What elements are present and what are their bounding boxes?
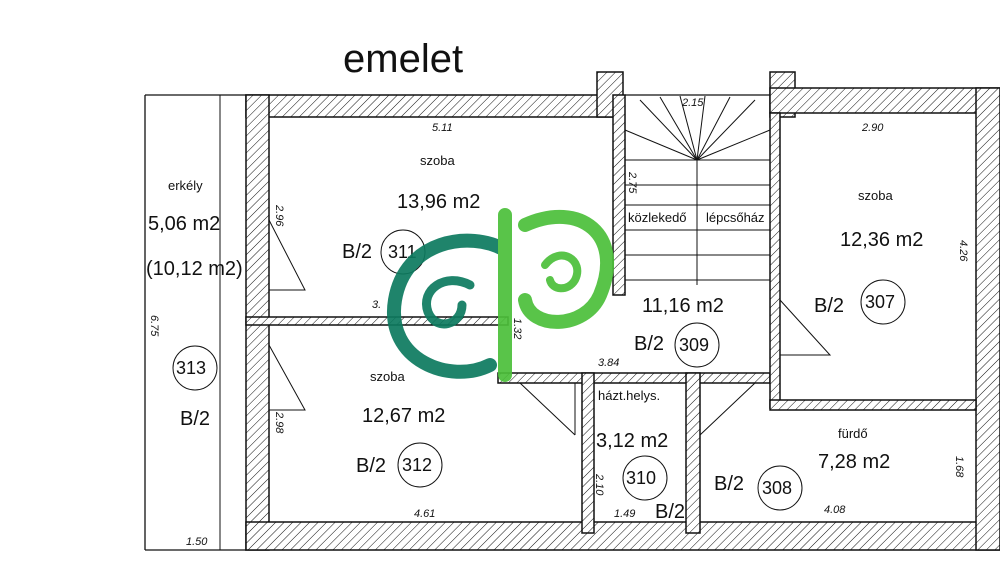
dim-1-68: 1.68 <box>953 456 965 478</box>
room-308: fürdő 7,28 m2 B/2 308 <box>714 426 890 511</box>
room-312-area: 12,67 m2 <box>362 405 445 427</box>
room-308-name: fürdő <box>838 426 868 441</box>
dim-3-x: 3. <box>372 299 381 311</box>
dim-3-84: 3.84 <box>598 357 619 369</box>
dim-4-08: 4.08 <box>824 504 846 516</box>
dim-2-10: 2.10 <box>593 473 605 496</box>
room-309-name: közlekedő <box>628 210 687 225</box>
room-311-name: szoba <box>420 153 455 168</box>
room-311-area: 13,96 m2 <box>397 191 480 213</box>
dim-2-98: 2.98 <box>273 411 285 434</box>
room-308-area: 7,28 m2 <box>818 451 890 473</box>
walls <box>245 71 1000 551</box>
dim-6-75: 6.75 <box>148 315 160 337</box>
room-309-number: 309 <box>679 335 709 355</box>
dim-1-50: 1.50 <box>186 536 208 548</box>
room-313-area-total: (10,12 m2) <box>146 258 243 280</box>
room-310-code: B/2 <box>655 501 685 523</box>
room-308-code: B/2 <box>714 473 744 495</box>
room-313-name: erkély <box>168 178 203 193</box>
room-307-area: 12,36 m2 <box>840 229 923 251</box>
dim-2-75: 2.75 <box>626 171 638 194</box>
room-309-code: B/2 <box>634 333 664 355</box>
dim-5-11: 5.11 <box>432 122 453 134</box>
room-309: közlekedő lépcsőház 11,16 m2 B/2 309 <box>628 210 765 368</box>
room-313-area: 5,06 m2 <box>148 213 220 235</box>
room-307-name: szoba <box>858 188 893 203</box>
room-310-number: 310 <box>626 468 656 488</box>
dim-2-90: 2.90 <box>861 122 884 134</box>
room-308-number: 308 <box>762 478 792 498</box>
room-309-area: 11,16 m2 <box>642 295 724 317</box>
room-309-name2: lépcsőház <box>706 210 765 225</box>
balcony-outline <box>144 94 246 551</box>
room-311-code: B/2 <box>342 241 372 263</box>
room-312-number: 312 <box>402 455 432 475</box>
room-310-name: házt.helys. <box>598 388 660 403</box>
room-307: szoba 12,36 m2 B/2 307 <box>814 188 923 325</box>
door-swings <box>268 219 832 436</box>
room-313-code: B/2 <box>180 408 210 430</box>
cp-logo-watermark <box>386 208 615 382</box>
room-310: házt.helys. 3,12 m2 310 B/2 <box>596 388 685 523</box>
room-307-number: 307 <box>865 292 895 312</box>
room-310-area: 3,12 m2 <box>596 430 668 452</box>
room-313-number: 313 <box>176 358 206 378</box>
room-313: erkély 5,06 m2 (10,12 m2) 313 B/2 <box>146 178 243 430</box>
room-307-code: B/2 <box>814 295 844 317</box>
dim-4-61: 4.61 <box>414 508 435 520</box>
room-312-code: B/2 <box>356 455 386 477</box>
dimensions: 5.11 2.15 2.90 2.96 2.75 4.26 6.75 3. 1.… <box>148 97 969 548</box>
dim-2-96: 2.96 <box>273 204 285 227</box>
room-312-name: szoba <box>370 369 405 384</box>
dim-2-15: 2.15 <box>681 97 704 109</box>
room-311: szoba 13,96 m2 B/2 311 <box>342 153 480 275</box>
dim-4-26: 4.26 <box>957 240 969 262</box>
room-312: szoba 12,67 m2 B/2 312 <box>356 369 445 488</box>
plan-title: emelet <box>343 37 463 81</box>
dim-1-49: 1.49 <box>614 508 635 520</box>
dim-1-32: 1.32 <box>511 318 523 339</box>
staircase <box>624 94 771 285</box>
